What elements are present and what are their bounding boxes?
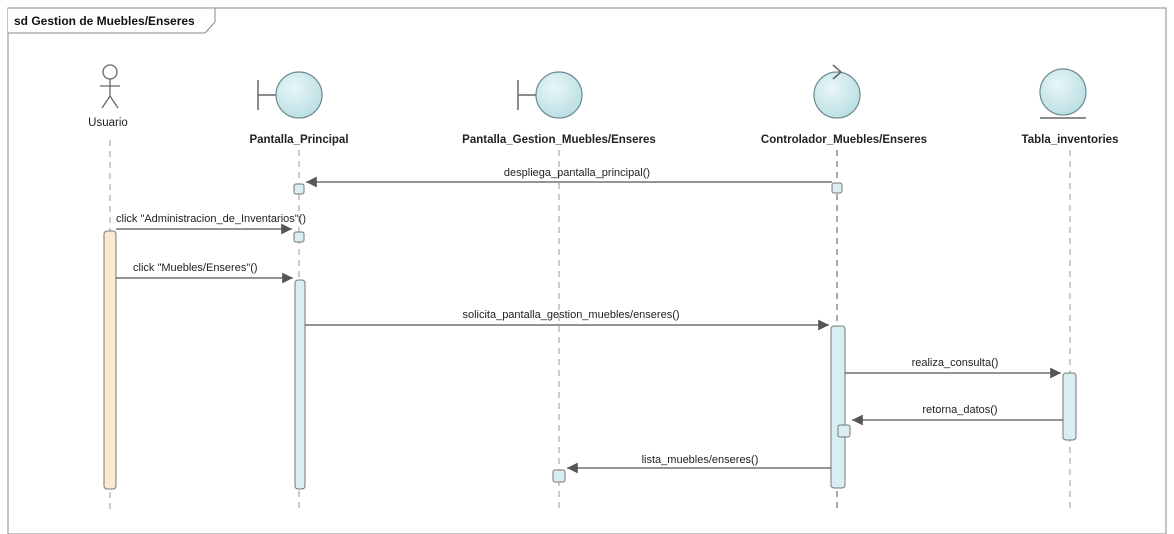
frame-title-tab bbox=[8, 7, 216, 34]
actor-usuario[interactable] bbox=[100, 64, 120, 109]
message-label: solicita_pantalla_gestion_muebles/ensere… bbox=[462, 309, 679, 321]
message-label: despliega_pantalla_principal() bbox=[504, 167, 650, 179]
participant-label-controlador: Controlador_Muebles/Enseres bbox=[761, 134, 927, 146]
entity-icon[interactable] bbox=[1039, 68, 1087, 119]
boundary-icon[interactable] bbox=[517, 71, 583, 119]
execution-occurrence bbox=[293, 183, 305, 195]
message-label: realiza_consulta() bbox=[912, 357, 999, 369]
execution-occurrence bbox=[831, 182, 843, 194]
activation-controlador bbox=[830, 325, 846, 489]
participant-label-tabla: Tabla_inventories bbox=[1022, 134, 1119, 146]
participant-label-usuario: Usuario bbox=[88, 117, 128, 129]
execution-occurrence bbox=[293, 231, 305, 243]
message-label: retorna_datos() bbox=[922, 404, 997, 416]
frame-title: sd Gestion de Muebles/Enseres bbox=[14, 14, 195, 28]
participant-label-pantalla-principal: Pantalla_Principal bbox=[249, 134, 348, 146]
message-label: lista_muebles/enseres() bbox=[642, 454, 759, 466]
execution-occurrence bbox=[837, 424, 851, 438]
frame-border bbox=[7, 7, 1167, 534]
message-label: click "Muebles/Enseres"() bbox=[133, 262, 258, 274]
participant-label-pantalla-gestion: Pantalla_Gestion_Muebles/Enseres bbox=[462, 134, 656, 146]
activation-pantalla-principal bbox=[294, 279, 306, 490]
activation-tabla bbox=[1062, 372, 1077, 441]
control-icon[interactable] bbox=[813, 64, 861, 119]
boundary-icon[interactable] bbox=[257, 71, 323, 119]
message-label: click "Administracion_de_Inventarios"() bbox=[116, 213, 306, 225]
activation-usuario bbox=[103, 230, 117, 490]
execution-occurrence bbox=[552, 469, 566, 483]
